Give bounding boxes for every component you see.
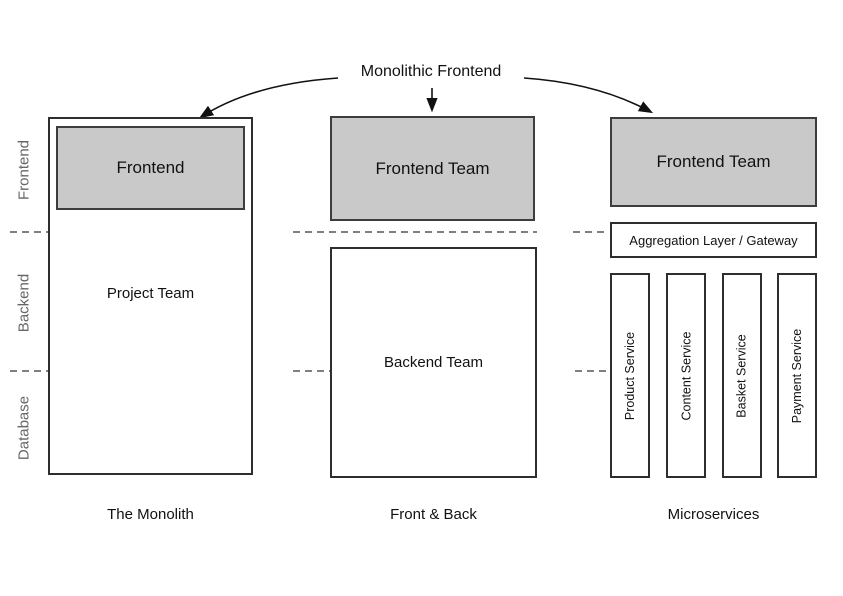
service-box-content: Content Service	[666, 273, 706, 478]
arrow-to-monolith-icon	[198, 77, 339, 119]
microservices-frontend-team-label: Frontend Team	[656, 152, 771, 171]
lane-label-backend: Backend	[15, 273, 33, 333]
service-box-basket: Basket Service	[722, 273, 762, 478]
service-label-product: Product Service	[623, 331, 638, 420]
microservices-frontend-team-box: Frontend Team	[610, 117, 817, 207]
front-back-backend-team-box: Backend Team	[330, 247, 537, 478]
caption-microservices: Microservices	[667, 506, 760, 523]
arrow-to-microservices-icon	[523, 77, 654, 114]
lane-label-frontend: Frontend	[15, 139, 33, 201]
caption-front-and-back: Front & Back	[390, 506, 477, 523]
monolith-frontend-box: Frontend	[56, 126, 245, 210]
front-back-frontend-team-box: Frontend Team	[330, 116, 535, 221]
service-label-content: Content Service	[679, 331, 693, 420]
service-box-product: Product Service	[610, 273, 650, 478]
aggregation-gateway-label: Aggregation Layer / Gateway	[629, 232, 798, 248]
aggregation-gateway-box: Aggregation Layer / Gateway	[610, 222, 817, 258]
lane-label-database: Database	[15, 395, 33, 461]
diagram-title: Monolithic Frontend	[360, 63, 502, 80]
service-box-payment: Payment Service	[777, 273, 817, 478]
service-label-basket: Basket Service	[735, 333, 749, 418]
monolith-project-team-label: Project Team	[106, 285, 195, 302]
monolith-outline-box: Frontend Project Team	[48, 117, 253, 475]
service-label-payment: Payment Service	[790, 328, 805, 423]
monolith-frontend-label: Frontend	[116, 158, 185, 177]
front-back-frontend-team-label: Frontend Team	[375, 158, 490, 178]
front-back-backend-team-label: Backend Team	[384, 354, 483, 371]
caption-the-monolith: The Monolith	[107, 506, 194, 523]
